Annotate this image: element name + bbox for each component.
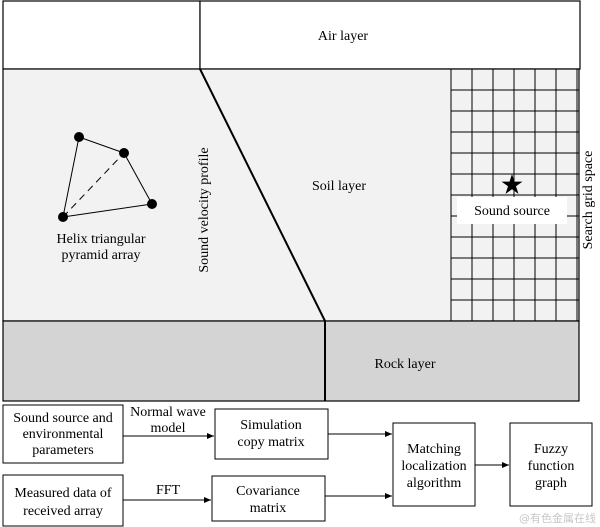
air-layer-box-left	[2, 0, 201, 70]
source-params-box	[2, 404, 124, 464]
array-edge	[123, 152, 153, 205]
sound-source-label-bg	[457, 197, 567, 224]
source-params-text-1: Sound source and	[13, 411, 113, 426]
air-layer-box-right	[199, 0, 581, 70]
measured-data-text-1: Measured data of	[14, 486, 112, 501]
dot-icon	[147, 199, 157, 209]
covariance-matrix-text-2: matrix	[250, 501, 287, 516]
simulation-matrix-box	[214, 408, 329, 460]
matching-algorithm-box	[392, 422, 476, 507]
search-grid	[450, 68, 579, 322]
air-layer: Air layer	[2, 0, 581, 70]
flowchart: Sound source and environmental parameter…	[2, 404, 593, 527]
soil-layer-label: Soil layer	[312, 179, 366, 194]
array-hidden-edge	[62, 152, 125, 218]
fuzzy-graph-text-3: graph	[535, 476, 567, 491]
sound-source-label: Sound source	[474, 204, 550, 219]
measured-data-text-2: received array	[23, 504, 103, 519]
fuzzy-graph-text-2: function	[528, 459, 575, 474]
simulation-matrix-text-2: copy matrix	[237, 435, 304, 450]
normal-wave-label-2: model	[151, 421, 186, 436]
covariance-matrix-text-1: Covariance	[236, 484, 300, 499]
array-label-line-2: pyramid array	[62, 248, 141, 263]
rock-layer-region	[2, 320, 580, 402]
sound-velocity-profile-label: Sound velocity profile	[197, 147, 212, 272]
normal-wave-label-1: Normal wave	[130, 405, 206, 420]
source-params-text-3: parameters	[32, 443, 93, 458]
matching-algorithm-text-1: Matching	[407, 442, 461, 457]
rock-layer: Rock layer	[2, 320, 580, 402]
array-label-line-1: Helix triangular	[56, 232, 145, 247]
star-icon	[501, 174, 523, 194]
dot-icon	[58, 212, 68, 222]
pyramid-array	[58, 132, 157, 222]
covariance-matrix-box	[211, 475, 326, 522]
fuzzy-graph-box	[509, 422, 593, 507]
watermark: @有色金属在线	[519, 511, 596, 525]
dot-icon	[74, 132, 84, 142]
matching-algorithm-text-2: localization	[401, 459, 466, 474]
search-grid-space-label: Search grid space	[581, 151, 596, 250]
array-edge	[78, 136, 125, 154]
dot-icon	[119, 148, 129, 158]
array-edge	[62, 136, 80, 218]
sound-velocity-profile-line	[199, 68, 326, 401]
source-params-text-2: environmental	[23, 427, 104, 442]
rock-layer-label: Rock layer	[374, 357, 435, 372]
fft-label: FFT	[156, 483, 181, 498]
array-edge	[62, 203, 153, 218]
simulation-matrix-text-1: Simulation	[240, 418, 301, 433]
air-layer-label: Air layer	[318, 29, 368, 44]
matching-algorithm-text-3: algorithm	[407, 476, 462, 491]
fuzzy-graph-text-1: Fuzzy	[534, 442, 568, 457]
